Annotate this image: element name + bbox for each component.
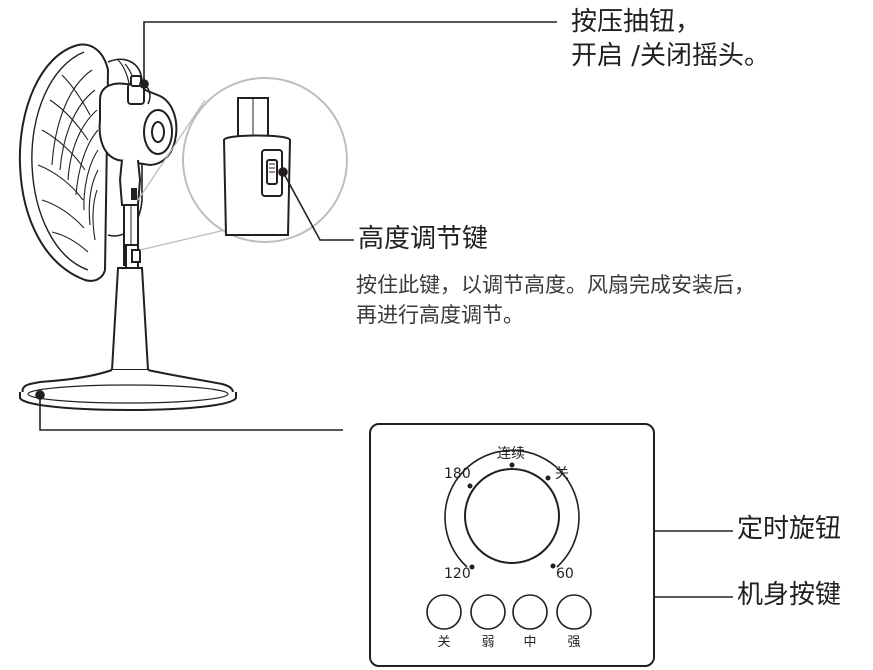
oscillation-line1: 按压抽钮，: [571, 7, 702, 37]
button-high[interactable]: [556, 594, 592, 630]
oscillation-line2: 开启 /关闭摇头。: [571, 41, 771, 71]
dial-label-60: 60: [556, 566, 574, 582]
motor-housing: [98, 75, 178, 167]
fan-pole: [19, 159, 237, 412]
timer-scale-dots: [467, 462, 556, 570]
zoom-lines: [137, 99, 226, 251]
button-label-high: 强: [567, 635, 581, 650]
fan-head: [18, 43, 143, 282]
fan-guard-ribs: [37, 69, 99, 253]
button-label-mid: 中: [523, 635, 537, 650]
control-panel: [369, 423, 655, 667]
height-key-desc-line2: 再进行高度调节。: [356, 303, 524, 327]
body-buttons-callout: 机身按键: [737, 580, 842, 610]
height-key-description: 按住此键，以调节高度。风扇完成安装后， 再进行高度调节。: [356, 270, 755, 330]
timer-knob[interactable]: [464, 468, 560, 564]
dial-label-120: 120: [444, 566, 471, 582]
button-label-off: 关: [437, 635, 451, 650]
dial-label-off: 关: [555, 466, 569, 482]
dial-label-180: 180: [444, 466, 471, 482]
timer-knob-callout: 定时旋钮: [737, 514, 842, 544]
timer-scale-arc: [444, 449, 580, 568]
oscillation-callout: 按压抽钮， 开启 /关闭摇头。: [571, 5, 770, 73]
button-label-low: 弱: [481, 635, 495, 650]
button-off[interactable]: [426, 594, 462, 630]
dial-label-continuous: 连续: [497, 446, 525, 462]
zoom-detail: [182, 77, 348, 243]
button-low[interactable]: [470, 594, 506, 630]
height-key-title: 高度调节键: [358, 224, 489, 254]
button-mid[interactable]: [512, 594, 548, 630]
height-key-desc-line1: 按住此键，以调节高度。风扇完成安装后，: [356, 273, 755, 297]
